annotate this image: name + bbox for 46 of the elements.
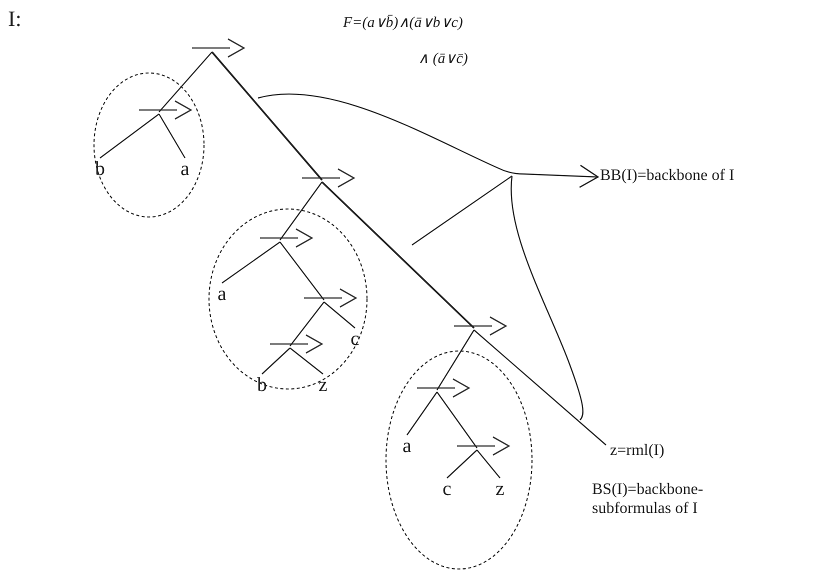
tree-edge — [321, 181, 475, 329]
variable-label: a — [213, 283, 231, 307]
variable-label: c — [346, 328, 364, 352]
tree-edge — [474, 330, 606, 446]
dashed-ellipse — [208, 208, 368, 390]
tree-edge — [476, 450, 500, 478]
tree-edge — [290, 302, 324, 346]
implication-symbol — [300, 168, 356, 188]
tree-edge — [436, 392, 478, 448]
tree-edge — [446, 450, 478, 478]
variable-label: b — [91, 158, 109, 182]
bracket-arrow — [258, 94, 599, 188]
node-label: BB(I)=backbone of I — [600, 166, 800, 188]
implication-symbol — [268, 334, 324, 354]
variable-label: z — [314, 374, 332, 398]
tree-edge — [211, 51, 323, 181]
implication-symbol — [190, 38, 246, 58]
variable-label: a — [398, 435, 416, 459]
tree-edge — [262, 348, 290, 374]
dashed-ellipse — [385, 350, 533, 570]
tree-edge — [290, 348, 324, 374]
formula-text: ∧ (ā∨c̄) — [418, 50, 468, 68]
implication-symbol — [452, 316, 508, 336]
formula-text: F=(a∨b̄)∧(ā∨b∨c) — [343, 14, 463, 32]
tree-edge — [280, 182, 322, 240]
variable-label: a — [176, 158, 194, 182]
variable-label: z — [491, 478, 509, 502]
implication-symbol — [137, 100, 193, 120]
variable-label: b — [253, 374, 271, 398]
tree-edge — [100, 114, 160, 158]
implication-symbol — [302, 288, 358, 308]
implication-symbol — [455, 436, 511, 456]
dashed-ellipse — [93, 72, 205, 218]
tree-edge — [280, 242, 324, 300]
tree-edge — [222, 242, 280, 284]
variable-label: c — [438, 478, 456, 502]
implication-symbol — [415, 378, 471, 398]
tree-edge — [436, 330, 475, 390]
tree-edge — [158, 52, 212, 112]
note-text: BS(I)=backbone-subformulas of I — [592, 480, 704, 518]
tree-edge — [324, 302, 356, 328]
tree-edge — [158, 114, 186, 158]
node-label: z=rml(I) — [610, 441, 690, 463]
figure-label: I: — [8, 6, 22, 32]
implication-symbol — [258, 228, 314, 248]
tree-edge — [406, 392, 438, 436]
